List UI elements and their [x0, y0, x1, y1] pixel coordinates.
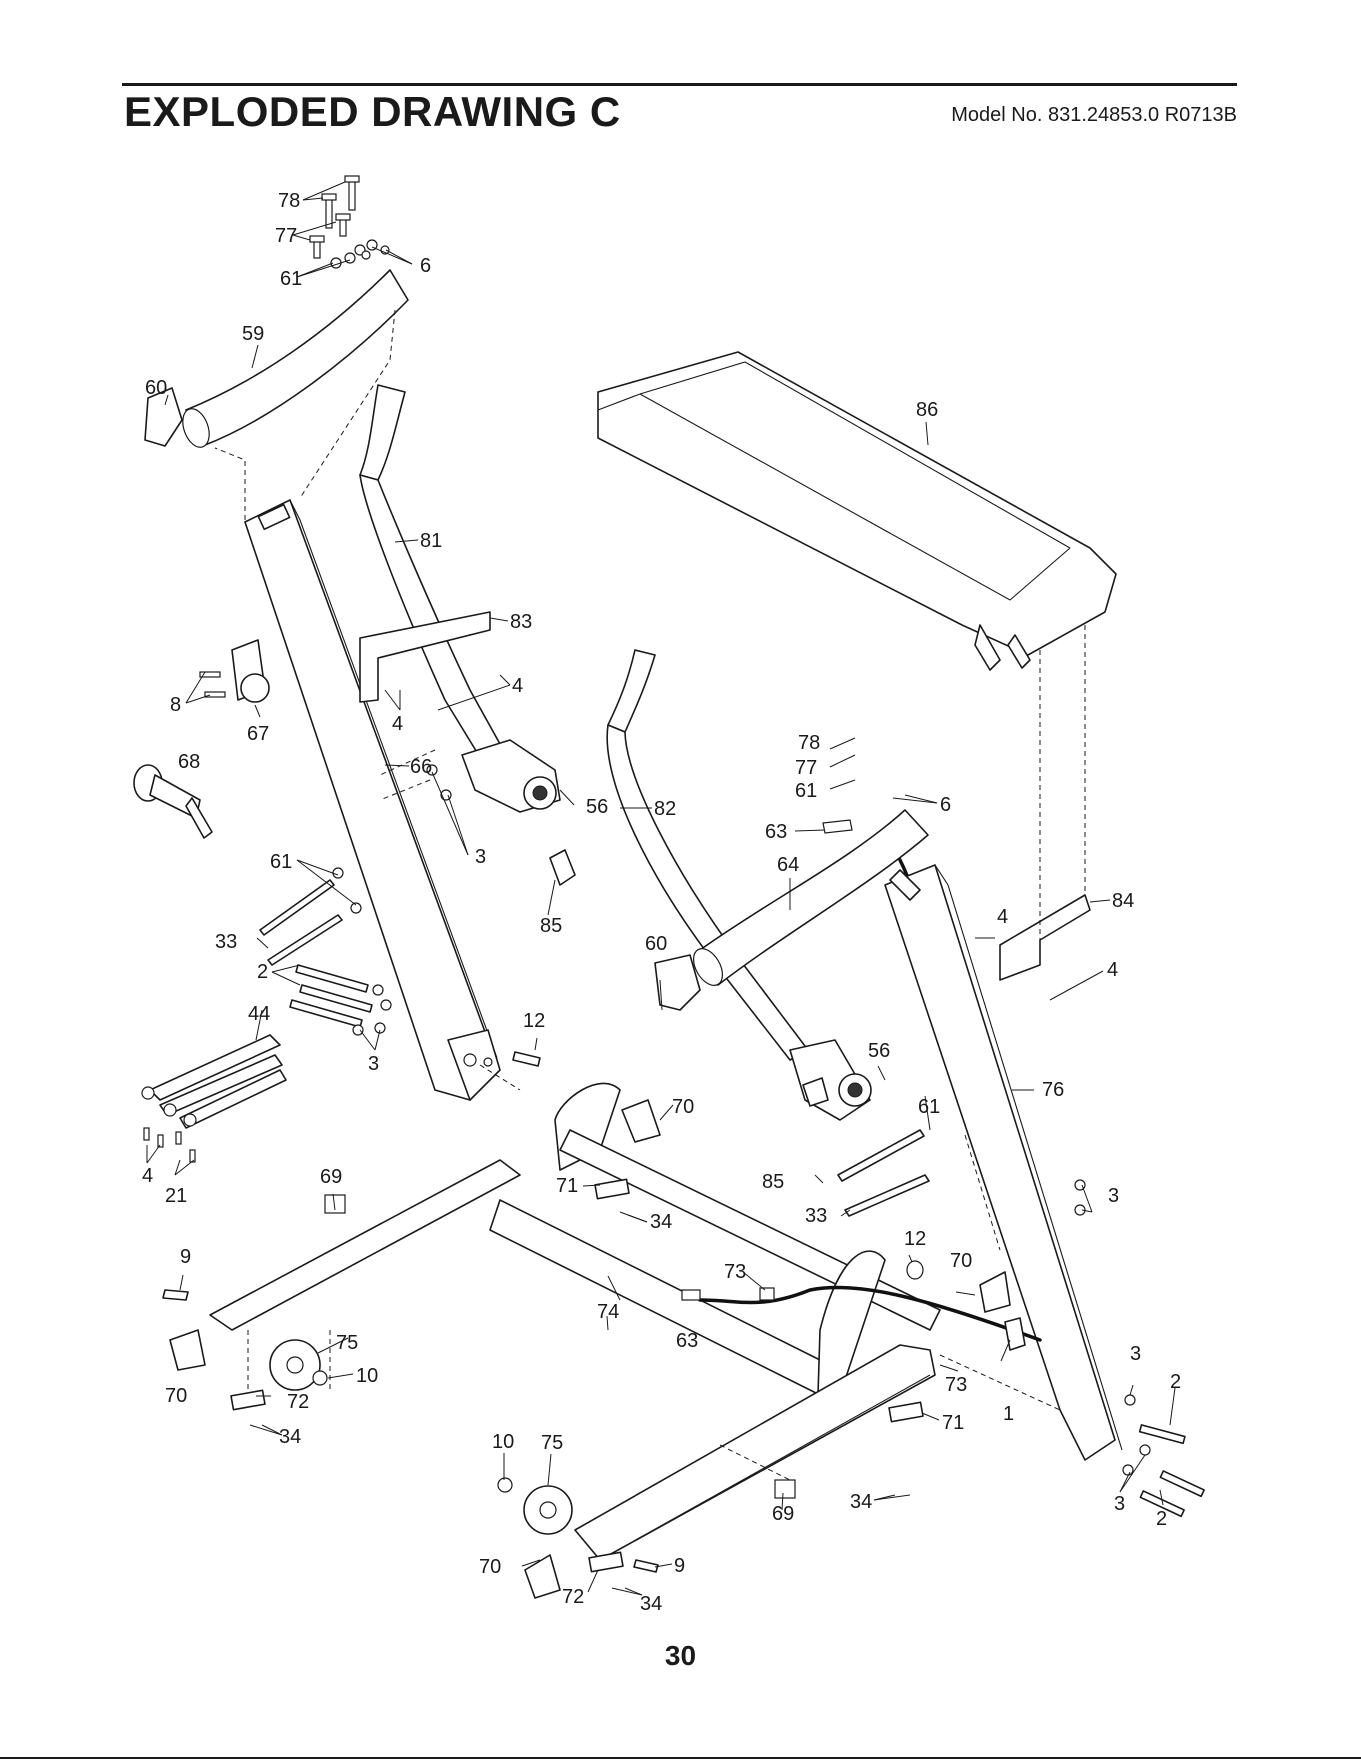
- callout-74: 74: [597, 1301, 619, 1323]
- callout-85: 85: [762, 1171, 784, 1193]
- callout-4: 4: [142, 1165, 153, 1187]
- callout-60: 60: [145, 377, 167, 399]
- callout-34: 34: [279, 1426, 301, 1448]
- callout-12: 12: [904, 1228, 926, 1250]
- callout-59: 59: [242, 323, 264, 345]
- callout-70: 70: [950, 1250, 972, 1272]
- callout-2: 2: [1156, 1508, 1167, 1530]
- callout-56: 56: [586, 796, 608, 818]
- part-75-wheels: [270, 1340, 572, 1534]
- part-66-left-upright: [245, 500, 500, 1100]
- callout-68: 68: [178, 751, 200, 773]
- callout-34: 34: [640, 1593, 662, 1615]
- callout-61: 61: [918, 1096, 940, 1118]
- part-84-bracket: [1000, 625, 1090, 980]
- hardware-top-left: [310, 176, 389, 268]
- callout-4: 4: [392, 713, 403, 735]
- callout-60: 60: [645, 933, 667, 955]
- callout-67: 67: [247, 723, 269, 745]
- callout-69: 69: [320, 1166, 342, 1188]
- callout-72: 72: [287, 1391, 309, 1413]
- callout-73: 73: [945, 1374, 967, 1396]
- callout-2: 2: [257, 961, 268, 983]
- callout-70: 70: [479, 1556, 501, 1578]
- part-67-pivot: [200, 640, 269, 702]
- callout-61: 61: [270, 851, 292, 873]
- model-number: Model No. 831.24853.0 R0713B: [951, 104, 1237, 127]
- callout-71: 71: [942, 1412, 964, 1434]
- callout-70: 70: [672, 1096, 694, 1118]
- callout-77: 77: [275, 225, 297, 247]
- callout-9: 9: [180, 1246, 191, 1268]
- part-68-knob: [134, 765, 212, 838]
- header-rule: [122, 83, 1237, 86]
- callout-66: 66: [410, 756, 432, 778]
- callout-33: 33: [215, 931, 237, 953]
- callout-3: 3: [1108, 1185, 1119, 1207]
- callout-83: 83: [510, 611, 532, 633]
- callout-8: 8: [170, 694, 181, 716]
- callout-77: 77: [795, 757, 817, 779]
- callout-1: 1: [1003, 1403, 1014, 1425]
- callout-3: 3: [1114, 1493, 1125, 1515]
- part-74-base-frame: [210, 1083, 1040, 1560]
- callout-64: 64: [777, 854, 799, 876]
- callout-4: 4: [997, 906, 1008, 928]
- callout-4: 4: [512, 675, 523, 697]
- callout-71: 71: [556, 1175, 578, 1197]
- callout-6: 6: [420, 255, 431, 277]
- callout-44: 44: [248, 1003, 270, 1025]
- exploded-drawing: 78 77 61 6 59 60 86 81 83 4 4 8 67 68 66…: [0, 150, 1361, 1630]
- footer-rule: [0, 1757, 1361, 1759]
- callout-82: 82: [654, 798, 676, 820]
- callout-78: 78: [278, 190, 300, 212]
- callout-56: 56: [868, 1040, 890, 1062]
- callout-10: 10: [492, 1431, 514, 1453]
- callout-9: 9: [674, 1555, 685, 1577]
- callout-63: 63: [765, 821, 787, 843]
- callout-2: 2: [1170, 1371, 1181, 1393]
- callout-78: 78: [798, 732, 820, 754]
- callout-61: 61: [280, 268, 302, 290]
- part-86-tray: [598, 352, 1116, 670]
- callout-75: 75: [336, 1332, 358, 1354]
- callout-76: 76: [1042, 1079, 1064, 1101]
- part-44-brackets: [142, 1035, 286, 1162]
- callout-85: 85: [540, 915, 562, 937]
- callout-33: 33: [805, 1205, 827, 1227]
- callout-21: 21: [165, 1185, 187, 1207]
- callout-3: 3: [475, 846, 486, 868]
- callout-61: 61: [795, 780, 817, 802]
- callout-75: 75: [541, 1432, 563, 1454]
- callout-4: 4: [1107, 959, 1118, 981]
- callout-86: 86: [916, 399, 938, 421]
- callout-34: 34: [650, 1211, 672, 1233]
- callout-72: 72: [562, 1586, 584, 1608]
- callout-12: 12: [523, 1010, 545, 1032]
- page-title: EXPLODED DRAWING C: [124, 88, 621, 136]
- callout-34: 34: [850, 1491, 872, 1513]
- callout-3: 3: [368, 1053, 379, 1075]
- callout-63: 63: [676, 1330, 698, 1352]
- callout-10: 10: [356, 1365, 378, 1387]
- part-83-bracket: [360, 612, 490, 702]
- page-number: 30: [0, 1640, 1361, 1672]
- callout-6: 6: [940, 794, 951, 816]
- callout-73: 73: [724, 1261, 746, 1283]
- callout-69: 69: [772, 1503, 794, 1525]
- callout-84: 84: [1112, 890, 1134, 912]
- callout-81: 81: [420, 530, 442, 552]
- callout-3: 3: [1130, 1343, 1141, 1365]
- callout-70: 70: [165, 1385, 187, 1407]
